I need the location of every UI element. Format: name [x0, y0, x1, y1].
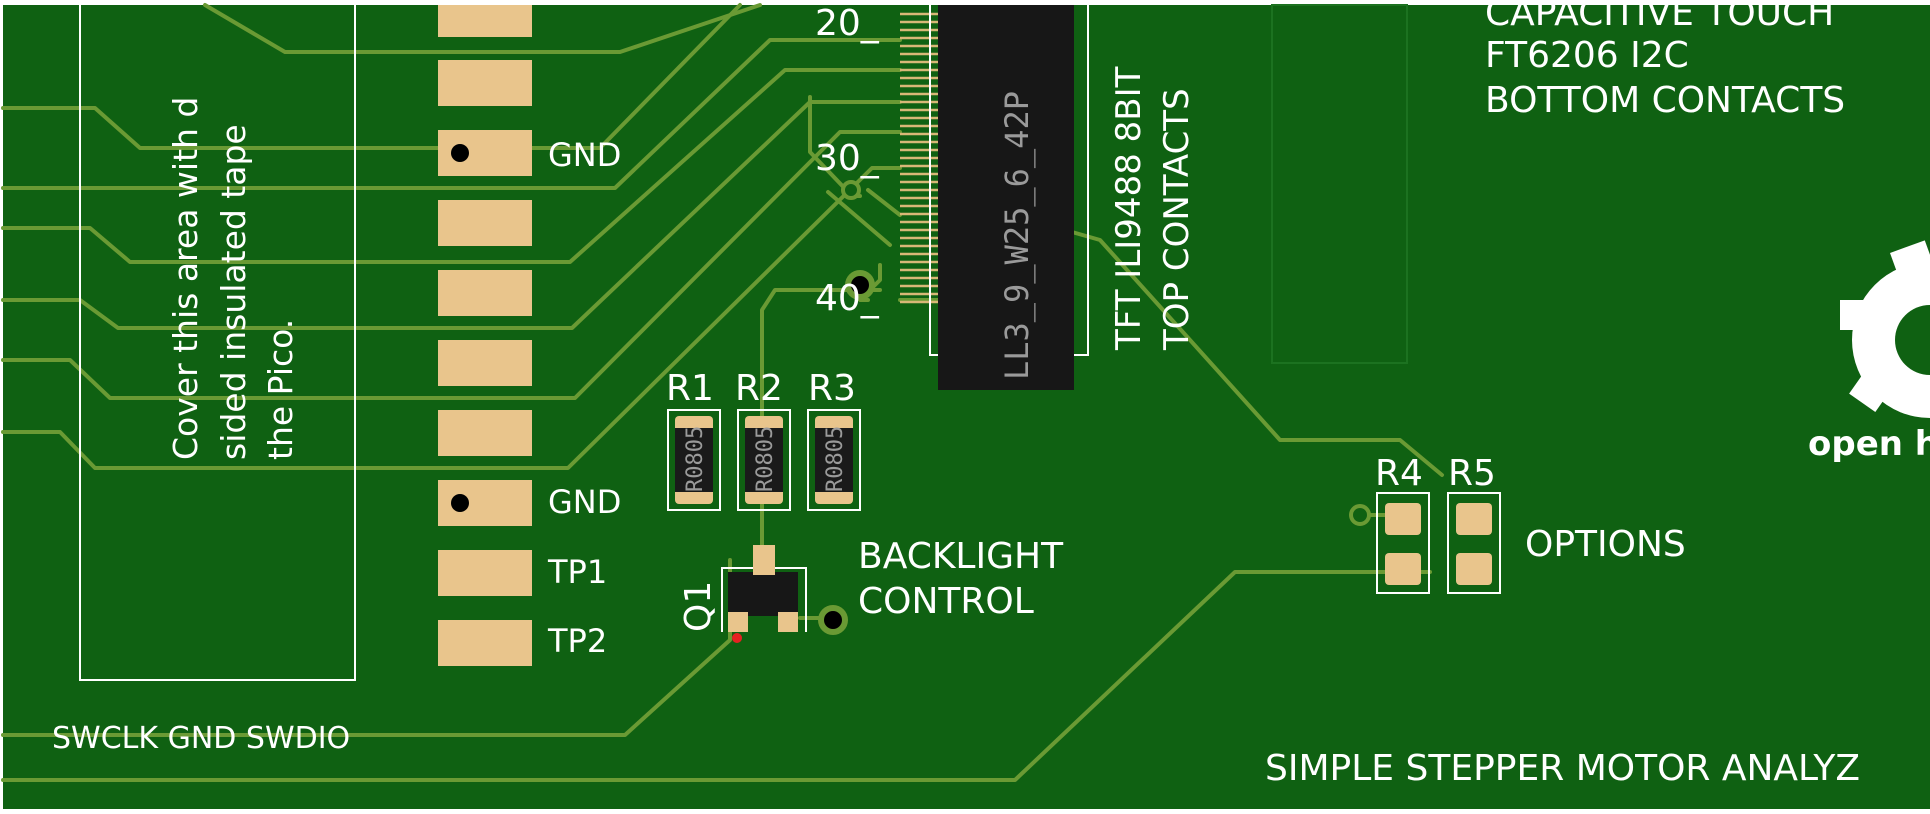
- backlight-label-line-2: CONTROL: [858, 581, 1034, 622]
- resistor-package-r1: R0805: [683, 426, 708, 492]
- resistor-label-r4: R4: [1375, 453, 1423, 494]
- touch-label-line-3: BOTTOM CONTACTS: [1485, 80, 1845, 121]
- tft-label-line-1: TFT ILI9488 8BIT: [1109, 66, 1149, 351]
- resistor-r3: [807, 409, 861, 511]
- connector-part-text: LL3_9_W25_6_42P: [998, 91, 1036, 380]
- resistor-label-r2: R2: [735, 368, 783, 409]
- open-hardware-logo-icon: [1840, 240, 1930, 418]
- header-label-gnd-2: GND: [548, 483, 621, 521]
- resistor-r2: [737, 409, 791, 511]
- pin-number-40: 40_: [815, 278, 880, 319]
- touch-label-line-2: FT6206 I2C: [1485, 35, 1689, 76]
- backlight-label-line-1: BACKLIGHT: [858, 536, 1064, 577]
- tft-connector-body: [938, 5, 1074, 390]
- resistor-label-r3: R3: [808, 368, 856, 409]
- resistor-label-r1: R1: [666, 368, 714, 409]
- pin-number-20: 20_: [815, 3, 880, 44]
- board-title: SIMPLE STEPPER MOTOR ANALYZ: [1265, 748, 1860, 789]
- header-label-tp2: TP2: [547, 622, 607, 660]
- header-label-gnd-1: GND: [548, 136, 621, 174]
- pico-note-line-1: Cover this area with d: [166, 97, 205, 460]
- resistor-r1: [667, 409, 721, 511]
- pico-note-line-3: the Pico.: [261, 319, 300, 460]
- pico-outline: [79, 5, 356, 681]
- pico-header-pads: [438, 5, 532, 666]
- resistor-r4: [1376, 492, 1430, 594]
- transistor-label-q1: Q1: [678, 581, 719, 632]
- header-label-tp1: TP1: [547, 553, 607, 591]
- touch-fpc-outline: [1271, 4, 1408, 364]
- copper-traces: [1, 3, 1444, 782]
- resistor-package-r3: R0805: [823, 426, 848, 492]
- touch-label-line-1: CAPACITIVE TOUCH: [1485, 0, 1834, 34]
- options-label: OPTIONS: [1525, 524, 1686, 565]
- pin-number-30: 30_: [815, 138, 880, 179]
- resistor-label-r5: R5: [1448, 453, 1496, 494]
- transistor-q1: [721, 545, 807, 643]
- resistor-r5: [1447, 492, 1501, 594]
- pico-note-line-2: sided insulated tape: [214, 124, 253, 460]
- connector-pins: [900, 12, 940, 304]
- resistor-package-r2: R0805: [753, 426, 778, 492]
- swd-label: SWCLK GND SWDIO: [52, 721, 350, 756]
- tft-label-line-2: TOP CONTACTS: [1157, 88, 1197, 351]
- logo-text: open ha: [1808, 424, 1930, 464]
- vias: [818, 180, 1371, 635]
